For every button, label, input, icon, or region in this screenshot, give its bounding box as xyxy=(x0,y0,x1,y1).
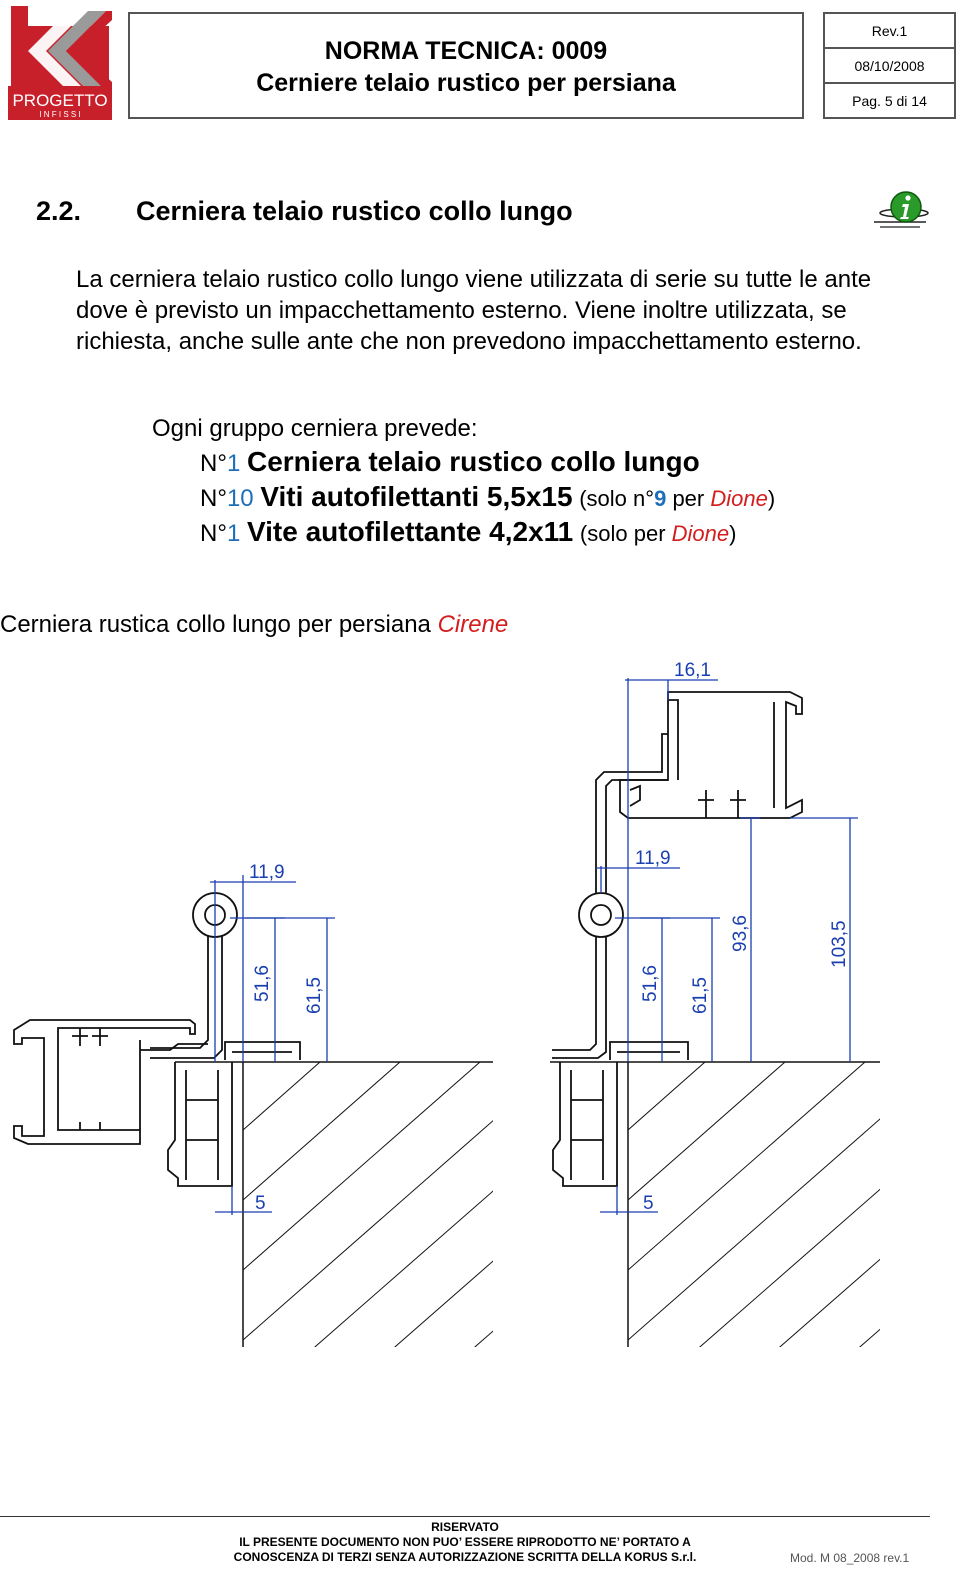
footer-notice-line: IL PRESENTE DOCUMENTO NON PUO’ ESSERE RI… xyxy=(239,1535,691,1549)
technical-drawing: 11,9 51,6 61,5 5 xyxy=(13,660,880,1347)
document-subtitle: Cerniere telaio rustico per persiana xyxy=(256,69,676,97)
item-name: Vite autofilettante 4,2x11 xyxy=(246,516,574,547)
right-hinge-drawing: 16,1 11,9 51,6 61,5 93,6 103,5 5 xyxy=(550,660,880,1347)
item-qty: 1 xyxy=(226,450,241,477)
dimension-label: 11,9 xyxy=(249,862,285,883)
item-name: Viti autofilettanti 5,5x15 xyxy=(260,481,573,512)
logo-graphic: PROGETTO I N F I S S I xyxy=(8,6,112,120)
logo-text: PROGETTO xyxy=(12,91,107,110)
dimension-label: 16,1 xyxy=(674,660,711,681)
item-note: (solo n°9 per Dione) xyxy=(579,486,776,511)
item-prefix: N° xyxy=(200,520,227,547)
revision-label: Rev.1 xyxy=(825,14,954,49)
dimension-label: 61,5 xyxy=(690,977,711,1014)
document-meta-box: Rev.1 08/10/2008 Pag. 5 di 14 xyxy=(823,12,956,119)
dimension-label: 103,5 xyxy=(829,920,850,968)
document-date: 08/10/2008 xyxy=(825,49,954,84)
dimension-label: 51,6 xyxy=(640,965,661,1002)
document-norm-title: NORMA TECNICA: 0009 xyxy=(324,37,608,65)
logo-subtext: I N F I S S I xyxy=(39,110,80,119)
info-icon xyxy=(870,186,932,241)
drawing-caption: Cerniera rustica collo lungo per persian… xyxy=(0,611,509,638)
list-item: N°10 Viti autofilettanti 5,5x15 (solo n°… xyxy=(200,481,775,513)
left-hinge-drawing: 11,9 51,6 61,5 5 xyxy=(13,862,493,1347)
page-number: Pag. 5 di 14 xyxy=(852,93,927,109)
item-name: Cerniera telaio rustico collo lungo xyxy=(246,446,700,477)
list-item: N°1 Cerniera telaio rustico collo lungo xyxy=(200,446,700,478)
dimension-label: 61,5 xyxy=(304,977,325,1014)
footer-notice-line: CONOSCENZA DI TERZI SENZA AUTORIZZAZIONE… xyxy=(233,1550,697,1564)
document-title-box: NORMA TECNICA: 0009 Cerniere telaio rust… xyxy=(128,12,804,119)
dimension-label: 5 xyxy=(255,1193,266,1214)
group-heading: Ogni gruppo cerniera prevede: xyxy=(152,415,478,442)
item-note: (solo per Dione) xyxy=(579,521,737,546)
dimension-label: 5 xyxy=(643,1193,654,1214)
dimension-label: 11,9 xyxy=(635,848,671,869)
item-prefix: N° xyxy=(200,485,227,512)
dimension-label: 51,6 xyxy=(252,965,273,1002)
intro-paragraph: La cerniera telaio rustico collo lungo v… xyxy=(76,266,872,355)
footer-divider xyxy=(0,1516,930,1517)
dimension-label: 93,6 xyxy=(730,915,751,952)
form-code: Mod. M 08_2008 rev.1 xyxy=(790,1551,910,1565)
list-item: N°1 Vite autofilettante 4,2x11 (solo per… xyxy=(200,516,736,548)
caption-highlight: Cirene xyxy=(437,611,509,638)
company-logo: PROGETTO I N F I S S I xyxy=(8,6,112,120)
item-qty: 1 xyxy=(226,520,241,547)
item-prefix: N° xyxy=(200,450,227,477)
section-number: 2.2. xyxy=(36,196,82,226)
item-qty: 10 xyxy=(226,485,254,512)
section-title: Cerniera telaio rustico collo lungo xyxy=(136,196,573,226)
footer-reserved: RISERVATO xyxy=(431,1520,499,1534)
